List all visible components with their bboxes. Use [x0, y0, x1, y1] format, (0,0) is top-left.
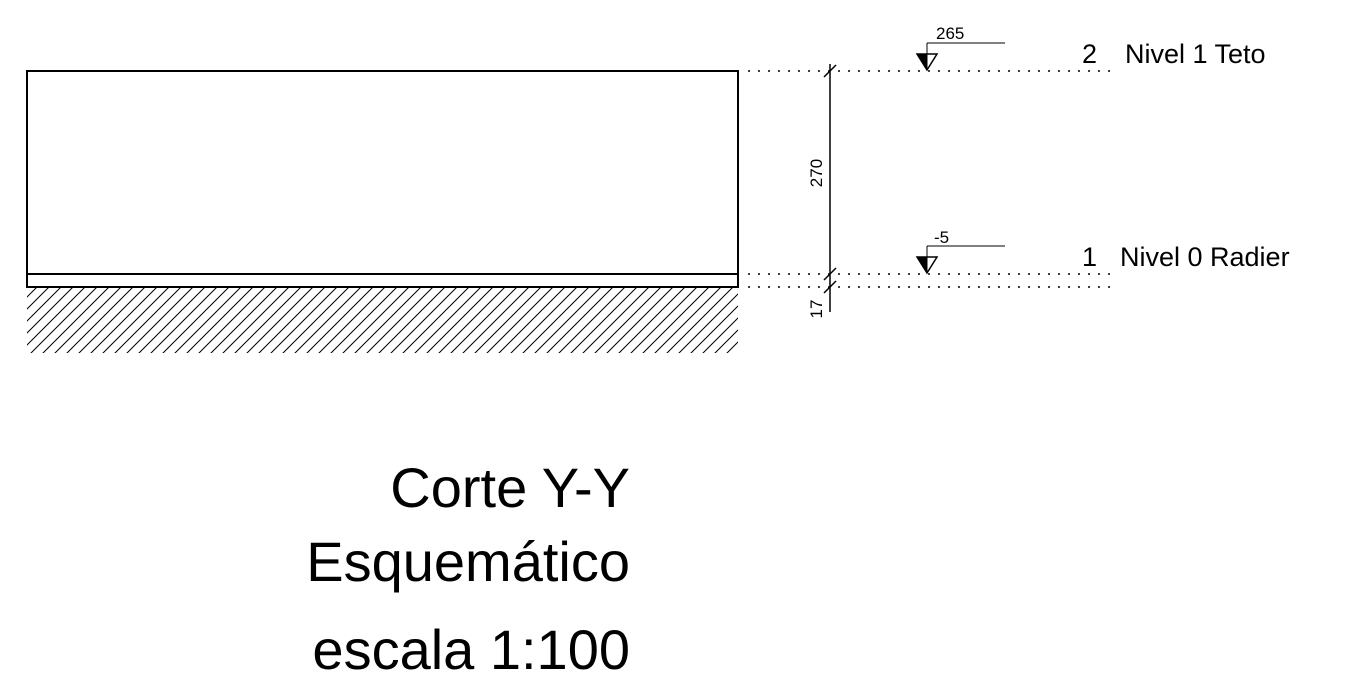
title-subtitle: Esquemático — [306, 530, 630, 593]
level-1-name: Nivel 0 Radier — [1120, 242, 1290, 272]
dimension-tick-mid — [823, 267, 837, 281]
level-1-number: 1 — [1082, 242, 1097, 272]
dimension-wall-height: 270 — [807, 159, 826, 187]
dimension-tick-bottom — [823, 280, 837, 294]
level-2-marker — [915, 42, 1005, 72]
level-1-marker — [915, 245, 1005, 275]
title-scale: escala 1:100 — [312, 618, 630, 681]
level-2-elevation: 265 — [936, 24, 964, 43]
level-1-elevation: -5 — [934, 228, 949, 247]
room-outline — [26, 70, 739, 288]
level-2-number: 2 — [1082, 39, 1097, 69]
dimension-tick-top — [823, 64, 837, 78]
title-section: Corte Y-Y — [390, 456, 630, 519]
dimension-slab-thickness: 17 — [807, 300, 826, 319]
level-2-name: Nivel 1 Teto — [1125, 39, 1266, 69]
soil-hatch — [27, 287, 738, 353]
